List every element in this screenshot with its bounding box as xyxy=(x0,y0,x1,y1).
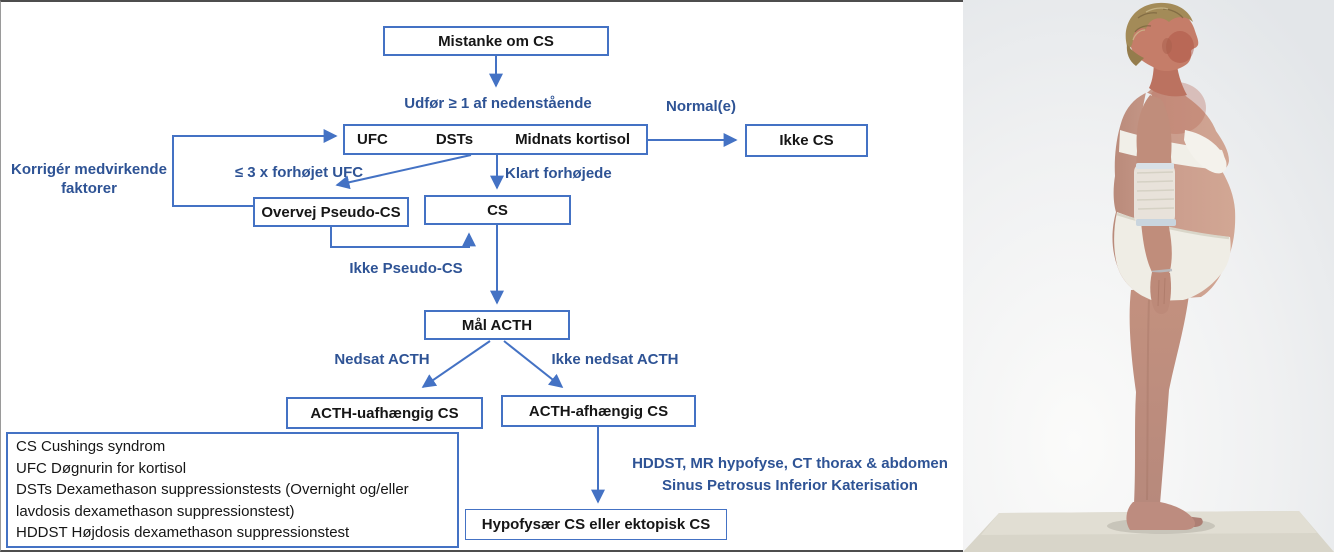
label-hddst-line2: Sinus Petrosus Inferior Katerisation xyxy=(662,477,918,494)
label-ikke-nedsat-acth: Ikke nedsat ACTH xyxy=(551,351,679,368)
patient-photo xyxy=(963,0,1334,552)
box-acth-afhaengig-cs: ACTH-afhængig CS xyxy=(501,395,696,427)
leg xyxy=(1129,286,1190,504)
finger-lines xyxy=(1157,277,1166,307)
label-nedsat-acth: Nedsat ACTH xyxy=(334,351,430,368)
elbow-bandage xyxy=(1134,163,1176,226)
label-hddst-line1: HDDST, MR hypofyse, CT thorax & abdomen xyxy=(632,455,948,472)
label-hddst-workup: HDDST, MR hypofyse, CT thorax & abdomen … xyxy=(609,453,971,497)
flowchart-connectors xyxy=(172,56,738,504)
label-normal: Normal(e) xyxy=(665,98,736,115)
legend-line: DSTs Dexamethason suppressionstests (Ove… xyxy=(16,481,409,498)
hair-highlights xyxy=(1132,7,1169,41)
flowchart-panel: Mistanke om CS UFC DSTs Midnats kortisol… xyxy=(0,0,963,552)
arrow-maal-to-afhaengig xyxy=(503,340,564,388)
test-ufc: UFC xyxy=(357,131,388,148)
label-klart-forhojede: Klart forhøjede xyxy=(505,165,612,182)
foot xyxy=(1126,502,1195,530)
label-udfor: Udfør ≥ 1 af nedenstående xyxy=(404,95,592,112)
box-acth-uafhaengig-cs: ACTH-uafhængig CS xyxy=(286,397,483,429)
cheek-redness xyxy=(1166,31,1194,63)
leg-shading xyxy=(1146,299,1150,501)
patient-figure xyxy=(1112,2,1236,530)
label-forhojet-ufc: ≤ 3 x forhøjet UFC xyxy=(234,164,364,181)
underwear-waistband xyxy=(1116,212,1230,240)
legend-line: UFC Døgnurin for kortisol xyxy=(16,459,187,477)
legend-line: lavdosis dexamethason suppressionstest) xyxy=(16,502,295,520)
box-ikke-cs: Ikke CS xyxy=(745,124,868,157)
box-maal-acth: Mål ACTH xyxy=(424,310,570,340)
bracelet xyxy=(1151,268,1173,274)
label-ikke-pseudo-cs: Ikke Pseudo-CS xyxy=(349,260,463,277)
box-mistanke-om-cs: Mistanke om CS xyxy=(383,26,609,56)
arrow-tests-to-overvej xyxy=(335,154,472,190)
label-korriger-line2: faktorer xyxy=(61,180,117,197)
ear xyxy=(1162,38,1172,54)
label-korriger-line1: Korrigér medvirkende xyxy=(11,161,167,178)
hair-nape xyxy=(1126,44,1144,66)
test-midnats-kortisol: Midnats kortisol xyxy=(515,131,631,148)
box-cs: CS xyxy=(424,195,571,225)
patient-photo-illustration xyxy=(963,0,1334,552)
box-overvej-pseudo-cs: Overvej Pseudo-CS xyxy=(253,197,409,227)
test-dsts: DSTs xyxy=(435,131,474,148)
legend-box: CS Cushings syndrom UFC Døgnurin for kor… xyxy=(6,432,459,548)
hand xyxy=(1150,272,1172,315)
box-tests: UFC DSTs Midnats kortisol xyxy=(343,124,648,155)
legend-line: HDDST Højdosis dexamethason suppressions… xyxy=(16,524,350,541)
arrow-ikke-pseudo-to-cs xyxy=(330,227,476,248)
hair-strands xyxy=(1134,8,1184,33)
arrow-maal-to-uafhaengig xyxy=(421,340,491,388)
arrow-korriger-loop xyxy=(172,129,338,207)
label-korriger-faktorer: Korrigér medvirkende faktorer xyxy=(1,160,177,198)
bra-cup xyxy=(1184,130,1227,174)
legend-line: CS Cushings syndrom xyxy=(16,438,166,455)
box-hypofysaer-eller-ektopisk: Hypofysær CS eller ektopisk CS xyxy=(465,509,727,540)
hair xyxy=(1125,2,1193,49)
